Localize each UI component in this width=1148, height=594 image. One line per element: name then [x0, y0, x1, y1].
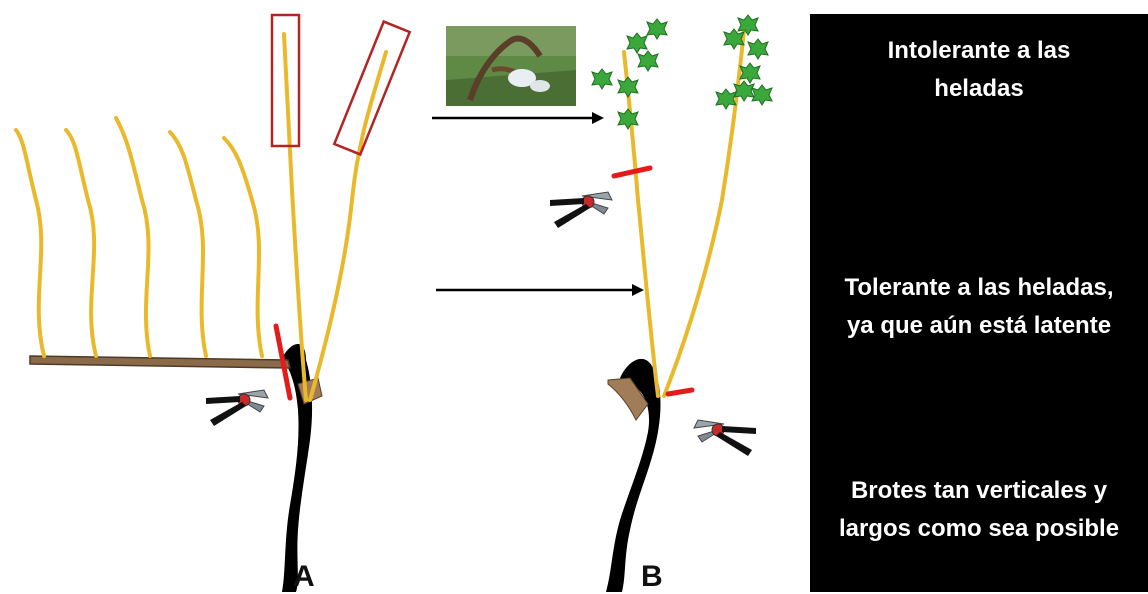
frost-photo: [446, 26, 576, 106]
frost-zone-frame-2: [334, 22, 409, 155]
pruning-shears-icon: [206, 390, 268, 426]
note-shoot-guidance: Brotes tan verticales y largos como sea …: [810, 472, 1148, 548]
spur-canes-b: [624, 30, 744, 396]
pruning-shears-icon: [550, 192, 612, 228]
label-b: B: [641, 560, 663, 594]
vine-a: [16, 15, 410, 592]
pruning-shears-icon: [694, 420, 756, 456]
cordon-arm: [30, 356, 290, 368]
vine-b: [550, 15, 772, 592]
note-frost-intolerant: Intolerante a las heladas: [810, 32, 1148, 108]
arrow-right-icon: [432, 112, 604, 124]
cut-mark-b-lower: [668, 390, 692, 394]
note-frost-tolerant: Tolerante a las heladas, ya que aún está…: [810, 269, 1148, 345]
arrow-right-icon: [436, 284, 644, 296]
cut-mark-b-upper: [614, 168, 650, 176]
info-panel: Intolerante a las heladas Tolerante a la…: [810, 14, 1148, 592]
cordon-canes: [16, 118, 262, 356]
label-a: A: [293, 560, 315, 594]
pruning-diagram: [0, 0, 810, 592]
